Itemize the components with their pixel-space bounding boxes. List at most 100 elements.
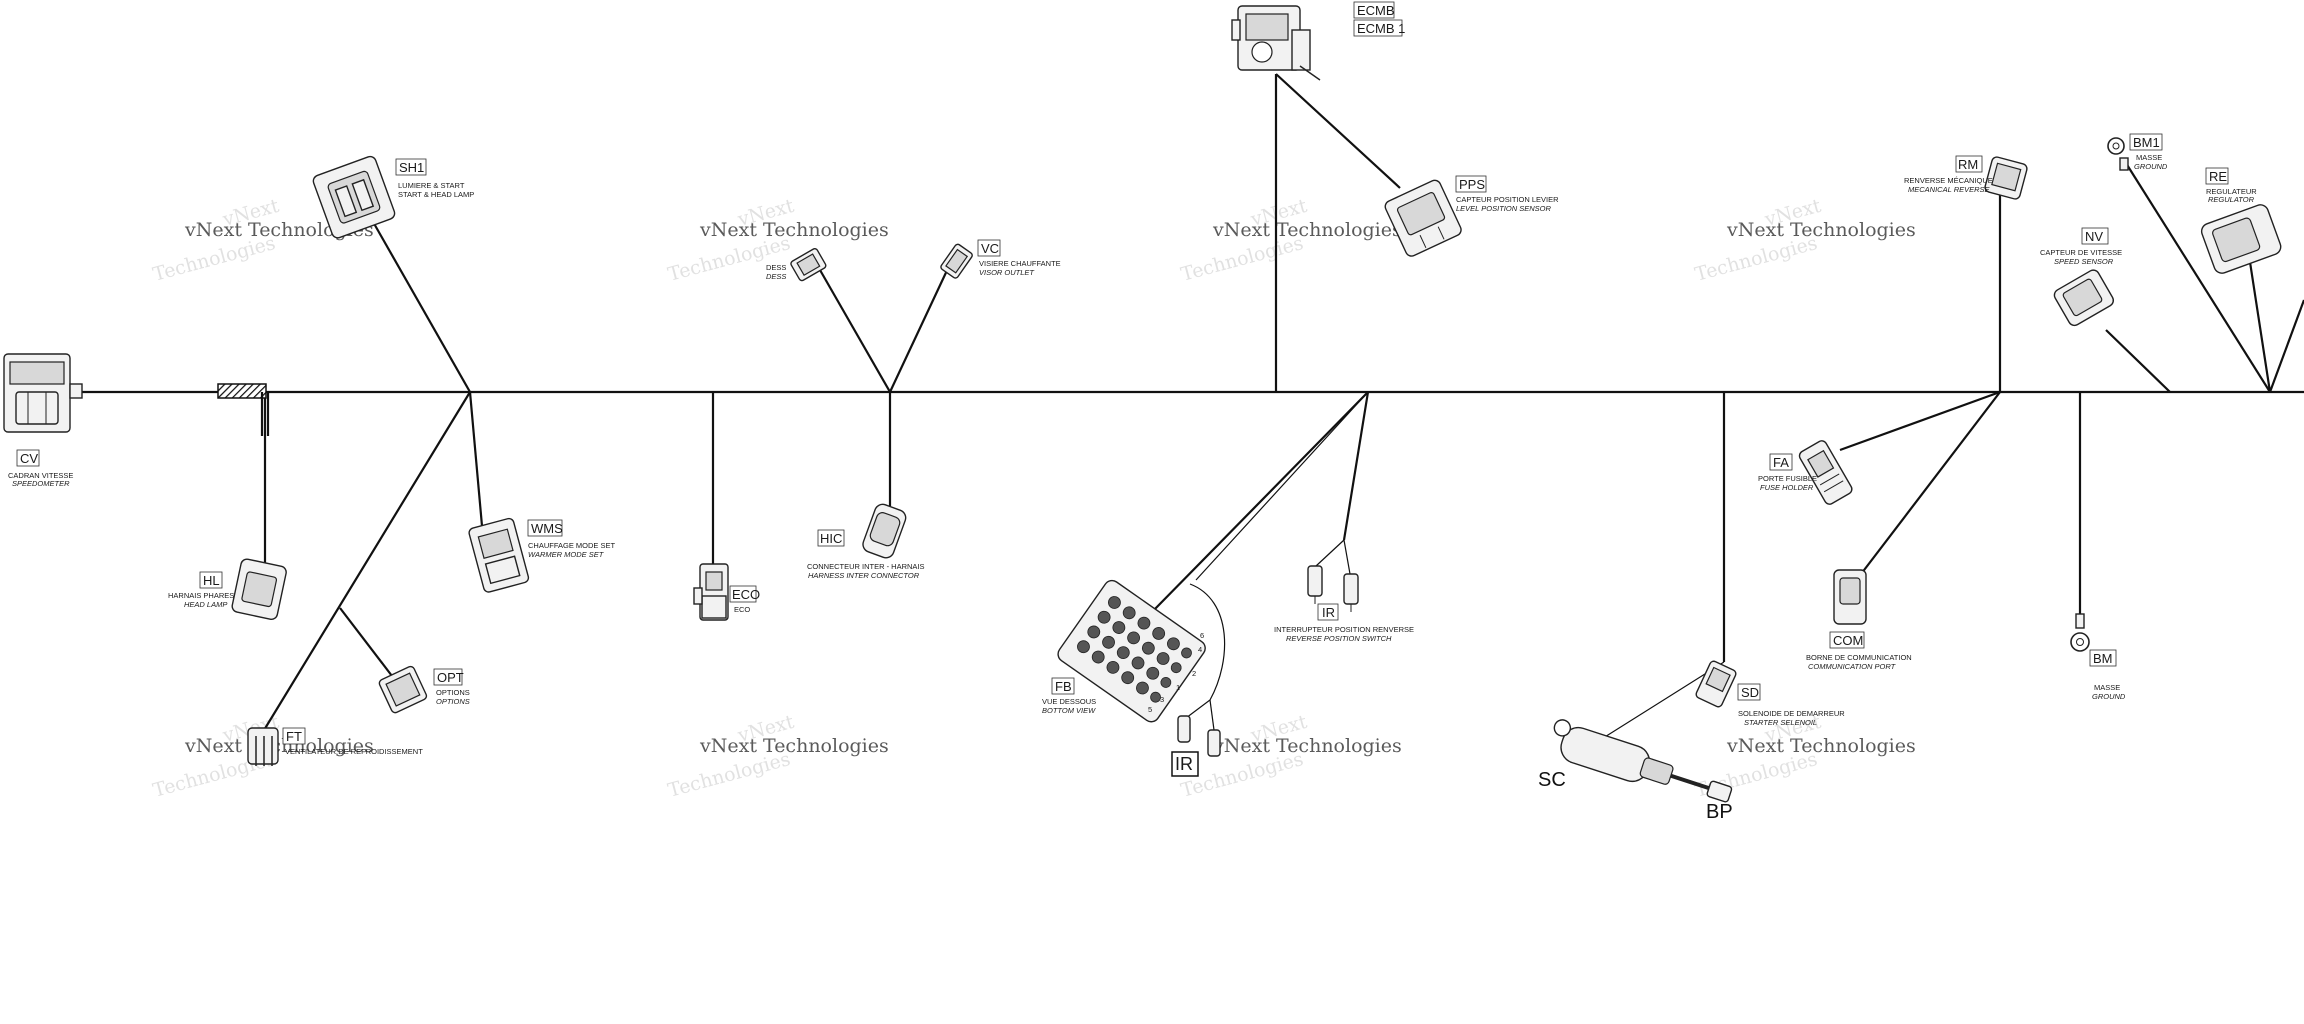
watermark-text: vNext Technologies — [184, 735, 374, 757]
connector-fb[interactable]: 6 4 2 1 3 5 FB VUE DESSOUS BOTTOM VIEW — [1042, 577, 1221, 757]
wire-re — [2248, 261, 2272, 393]
connector-code: IR — [1322, 605, 1335, 620]
wire-fa — [1839, 390, 2001, 452]
code-box — [1171, 751, 1199, 777]
ground-ring-terminal-icon — [2070, 613, 2090, 652]
connector-eco[interactable]: ECO ECO — [693, 563, 760, 621]
connector-re[interactable]: RE REGULATEUR REGULATOR — [2199, 167, 2283, 275]
watermark-layer: vNext Technologies vNext Technologies vN… — [151, 195, 1916, 802]
connector-code: ECMB 1 — [1357, 21, 1405, 36]
connector-hic[interactable]: HIC CONNECTEUR INTER - HARNAIS HARNESS I… — [807, 502, 925, 580]
connector-description: HARNAIS PHARES — [168, 591, 234, 600]
connector-code: PPS — [1459, 177, 1485, 192]
fuse-number: 3 — [1160, 695, 1164, 704]
wire-re-b — [2268, 299, 2304, 393]
wire-ir — [1342, 391, 1370, 541]
connector-bm[interactable]: BM MASSE GROUND — [2070, 613, 2126, 701]
wire-ft — [257, 391, 471, 741]
fuse-number-labels: 6 4 2 1 3 5 — [1148, 631, 1204, 714]
harness-inter-connector-icon — [862, 503, 907, 559]
connector-code: NV — [2085, 229, 2103, 244]
code-box — [1353, 19, 1403, 37]
watermark-text: vNext Technologies — [1726, 735, 1916, 757]
connector-code: IR — [1175, 754, 1193, 774]
watermark-text: vNext Technologies — [1726, 219, 1916, 241]
connector-ecmb[interactable]: ECMB ECMB 1 — [1231, 1, 1405, 81]
connector-dess[interactable]: DESS DESS — [766, 248, 827, 282]
connector-sd[interactable]: SD SOLENOIDE DE DEMARREUR STARTER SELENO… — [1695, 660, 1845, 727]
connector-description: FUSE HOLDER — [1760, 483, 1814, 492]
connector-cv[interactable]: CV CADRAN VITESSE SPEEDOMETER — [3, 353, 83, 488]
code-box — [1051, 677, 1075, 695]
fuse-box-icon — [1057, 579, 1206, 723]
connector-code: COM — [1833, 633, 1863, 648]
watermark-text: vNext Technologies — [699, 219, 889, 241]
starter-solenoid-connector-icon — [1695, 660, 1737, 708]
connector-code: SD — [1741, 685, 1759, 700]
connector-description: STARTER SELENOIL — [1744, 718, 1817, 727]
connector-code: FB — [1055, 679, 1072, 694]
connector-description: REVERSE POSITION SWITCH — [1286, 634, 1392, 643]
connector-description: CHAUFFAGE MODE SET — [528, 541, 616, 550]
regulator-connector-icon — [2200, 204, 2282, 274]
connector-description: CAPTEUR POSITION LEVIER — [1456, 195, 1559, 204]
connector-description: SOLENOIDE DE DEMARREUR — [1738, 709, 1845, 718]
connector-description: CONNECTEUR INTER - HARNAIS — [807, 562, 925, 571]
connector-description: MASSE — [2094, 683, 2120, 692]
code-box — [1769, 453, 1793, 471]
connector-opt[interactable]: OPT OPTIONS OPTIONS — [378, 665, 470, 714]
connector-description: REGULATOR — [2208, 195, 2255, 204]
connector-pps[interactable]: PPS CAPTEUR POSITION LEVIER LEVEL POSITI… — [1383, 175, 1559, 258]
connector-description: COMMUNICATION PORT — [1808, 662, 1897, 671]
connector-description: CAPTEUR DE VITESSE — [2040, 248, 2122, 257]
starter-cable[interactable]: SC BP — [1538, 718, 1736, 823]
connector-rm[interactable]: RM RENVERSE MÉCANIQUE MECANICAL REVERSE — [1904, 155, 2028, 200]
connector-vc[interactable]: VC VISIERE CHAUFFANTE VISOR OUTLET — [940, 239, 1061, 279]
connector-code: ECO — [732, 587, 760, 602]
connector-fa[interactable]: FA PORTE FUSIBLE FUSE HOLDER — [1758, 439, 1854, 506]
connector-nv[interactable]: NV CAPTEUR DE VITESSE SPEED SENSOR — [2040, 227, 2122, 328]
connector-ft[interactable]: FT VENTILATEUR DE REFROIDISSEMENT — [247, 727, 423, 766]
connector-code: WMS — [531, 521, 563, 536]
connector-description: MASSE — [2136, 153, 2162, 162]
connector-description: PORTE FUSIBLE — [1758, 474, 1817, 483]
connector-code: HIC — [820, 531, 842, 546]
connector-description: OPTIONS — [436, 688, 470, 697]
connector-description: BORNE DE COMMUNICATION — [1806, 653, 1912, 662]
connector-description: ECO — [734, 605, 750, 614]
watermark-text: vNext Technologies — [184, 219, 374, 241]
engine-control-module-connector-icon — [1231, 5, 1321, 81]
connector-description: VISIERE CHAUFFANTE — [979, 259, 1061, 268]
connector-com[interactable]: COM BORNE DE COMMUNICATION COMMUNICATION… — [1806, 569, 1912, 671]
connector-hl[interactable]: HL HARNAIS PHARES HEAD LAMP — [168, 558, 287, 621]
connector-ir-b[interactable]: IR — [1171, 751, 1199, 777]
connector-description: START & HEAD LAMP — [398, 190, 474, 199]
watermark-text: vNext Technologies — [699, 735, 889, 757]
connector-sh1[interactable]: SH1 LUMIERE & START START & HEAD LAMP — [312, 155, 475, 240]
fuse-holder-connector-icon — [1798, 440, 1853, 505]
connector-description: VUE DESSOUS — [1042, 697, 1096, 706]
communication-port-connector-icon — [1833, 569, 1867, 625]
head-lamp-connector-icon — [312, 155, 396, 239]
wire-nv — [2105, 329, 2171, 393]
connector-code: FT — [286, 729, 302, 744]
connector-bm1[interactable]: BM1 MASSE GROUND — [2107, 133, 2168, 171]
connector-description: GROUND — [2134, 162, 2168, 171]
level-position-sensor-connector-icon — [1384, 179, 1462, 257]
ground-ring-terminal-icon — [2107, 137, 2129, 171]
code-box — [527, 519, 563, 537]
wire-wms — [468, 391, 484, 527]
connector-description: SPEEDOMETER — [12, 479, 70, 488]
wire-fb-loop — [1185, 583, 1226, 719]
wire-fb-loop — [1209, 699, 1215, 731]
connector-description: CADRAN VITESSE — [8, 471, 73, 480]
code-box — [817, 529, 845, 547]
connector-ir[interactable]: IR INTERRUPTEUR POSITION RENVERSE REVERS… — [1274, 565, 1414, 643]
connector-wms[interactable]: WMS CHAUFFAGE MODE SET WARMER MODE SET — [468, 517, 616, 593]
wire-sh1 — [371, 219, 471, 393]
code-box — [16, 449, 40, 467]
connector-code: BM1 — [2133, 135, 2160, 150]
connector-description: SPEED SENSOR — [2054, 257, 2114, 266]
wire-ir-a — [1315, 539, 1345, 567]
